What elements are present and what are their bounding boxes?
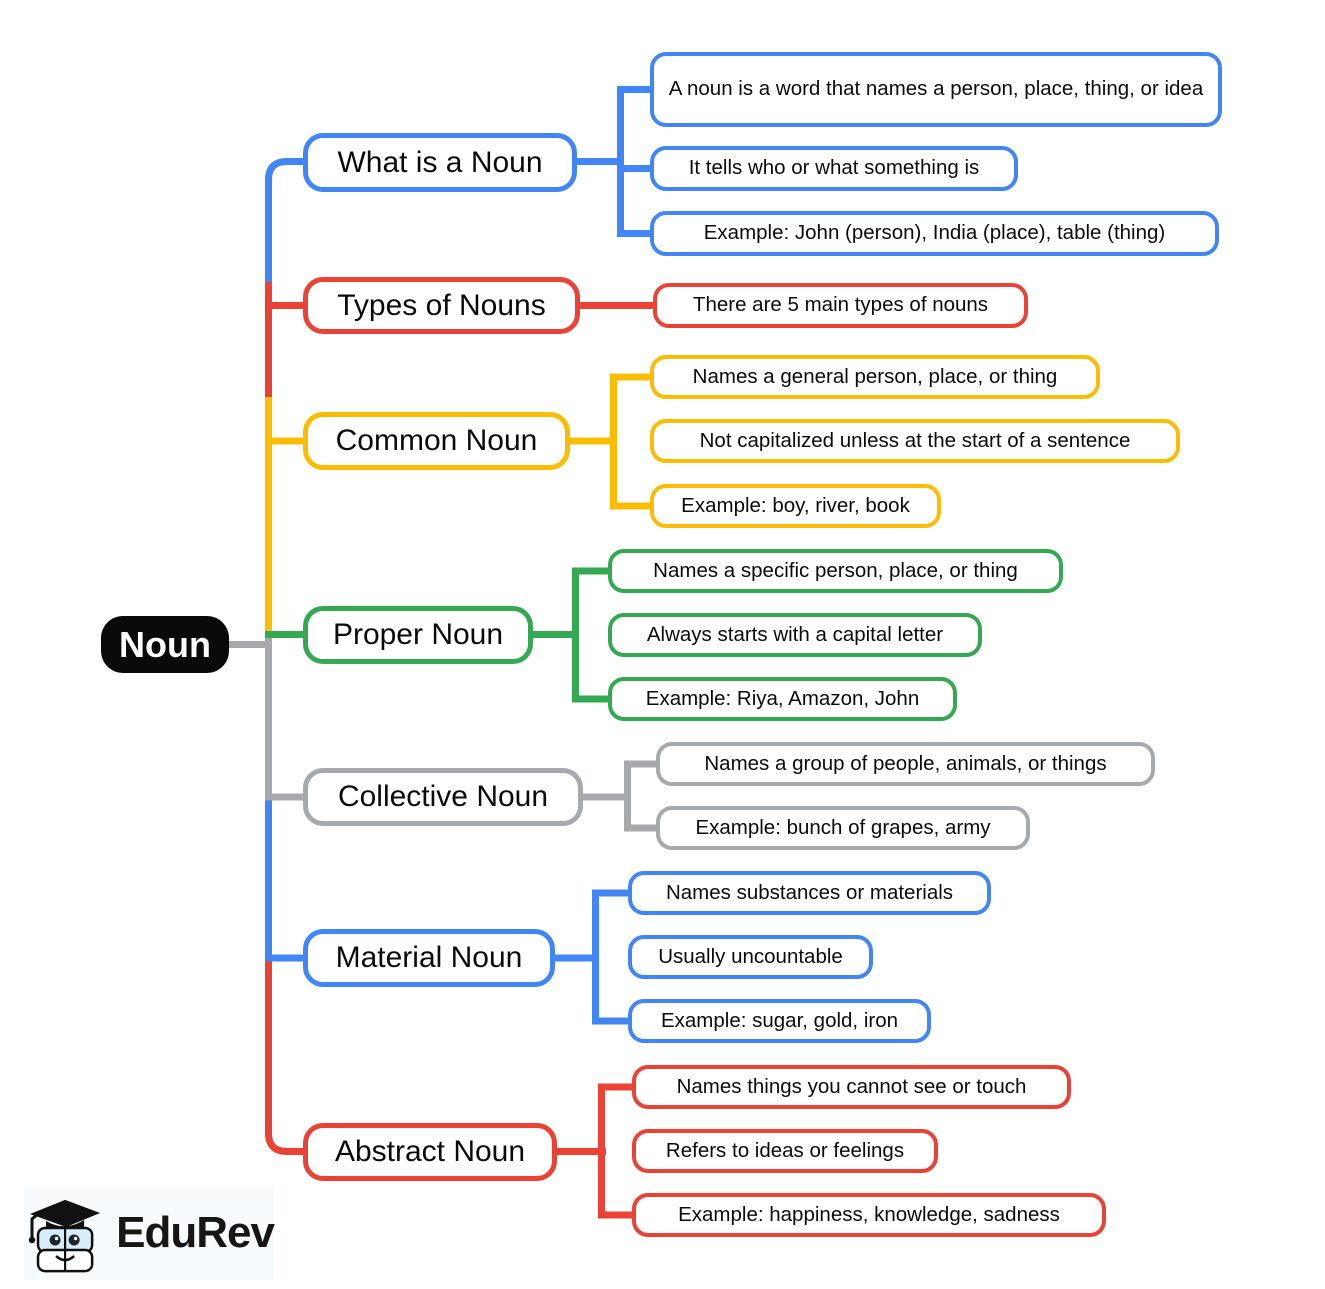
child-note-text: There are 5 main types of nouns <box>692 293 989 317</box>
branch-node-common-noun: Common Noun <box>303 412 570 470</box>
child-note: Example: Riya, Amazon, John <box>608 677 957 721</box>
child-note: Not capitalized unless at the start of a… <box>650 419 1180 463</box>
child-note-text: Example: boy, river, book <box>681 493 910 517</box>
child-note: Always starts with a capital letter <box>608 613 982 657</box>
child-note-text: Not capitalized unless at the start of a… <box>699 428 1131 452</box>
child-note-text: Names a specific person, place, or thing <box>653 558 1018 582</box>
child-note: Names a specific person, place, or thing <box>608 549 1063 593</box>
child-note: Names things you cannot see or touch <box>632 1065 1071 1109</box>
child-note: Refers to ideas or feelings <box>632 1129 938 1173</box>
child-note: Names a general person, place, or thing <box>650 355 1100 399</box>
branch-label: Collective Noun <box>337 780 549 813</box>
connector-spine-abstract <box>265 956 644 1219</box>
child-note-text: Names substances or materials <box>665 880 954 904</box>
child-note-text: Refers to ideas or feelings <box>665 1138 905 1162</box>
branch-node-material-noun: Material Noun <box>303 929 555 987</box>
child-note: Example: boy, river, book <box>650 484 941 528</box>
child-note: Example: John (person), India (place), t… <box>650 211 1219 256</box>
child-note: A noun is a word that names a person, pl… <box>650 52 1222 127</box>
child-note-text: Always starts with a capital letter <box>646 622 944 646</box>
branch-label: Common Noun <box>335 424 538 457</box>
child-note: Example: bunch of grapes, army <box>656 806 1030 850</box>
graduation-cap-mascot-icon <box>28 1199 101 1273</box>
child-note-text: Names a general person, place, or thing <box>692 364 1058 388</box>
branch-node-abstract-noun: Abstract Noun <box>303 1123 557 1181</box>
child-note: There are 5 main types of nouns <box>653 283 1028 328</box>
branch-node-types-of-nouns: Types of Nouns <box>303 277 580 334</box>
branch-label: What is a Noun <box>337 145 543 179</box>
child-note-text: Example: sugar, gold, iron <box>660 1008 899 1032</box>
child-note-text: Names a group of people, animals, or thi… <box>704 751 1107 775</box>
logo-text: EduRev <box>116 1208 275 1257</box>
branch-node-what-is-a-noun: What is a Noun <box>303 133 577 192</box>
connector-spine-what <box>265 158 624 289</box>
connector-children-what <box>617 86 662 237</box>
child-note: Example: sugar, gold, iron <box>628 999 931 1043</box>
branch-node-collective-noun: Collective Noun <box>303 768 583 826</box>
root-node-label: Noun <box>119 623 211 665</box>
child-note-text: It tells who or what something is <box>688 156 980 180</box>
edurev-logo: EduRev <box>24 1186 275 1280</box>
child-note-text: Example: bunch of grapes, army <box>695 815 991 839</box>
child-note: Names a group of people, animals, or thi… <box>656 742 1155 786</box>
branch-node-proper-noun: Proper Noun <box>303 606 533 664</box>
child-note-text: Names things you cannot see or touch <box>676 1074 1027 1098</box>
branch-label: Proper Noun <box>332 618 504 651</box>
branch-label: Material Noun <box>335 941 523 974</box>
child-note: Names substances or materials <box>628 871 991 915</box>
root-node-noun: Noun <box>101 616 229 673</box>
child-note-text: Usually uncountable <box>658 944 843 968</box>
child-note-text: Example: happiness, knowledge, sadness <box>678 1202 1060 1226</box>
child-note-text: A noun is a word that names a person, pl… <box>668 77 1204 101</box>
child-note: Example: happiness, knowledge, sadness <box>632 1193 1106 1237</box>
child-note: It tells who or what something is <box>650 146 1018 191</box>
child-note: Usually uncountable <box>628 935 873 979</box>
child-note-text: Example: John (person), India (place), t… <box>703 221 1166 245</box>
branch-label: Abstract Noun <box>334 1135 526 1168</box>
child-note-text: Example: Riya, Amazon, John <box>645 686 920 710</box>
branch-label: Types of Nouns <box>337 288 546 322</box>
